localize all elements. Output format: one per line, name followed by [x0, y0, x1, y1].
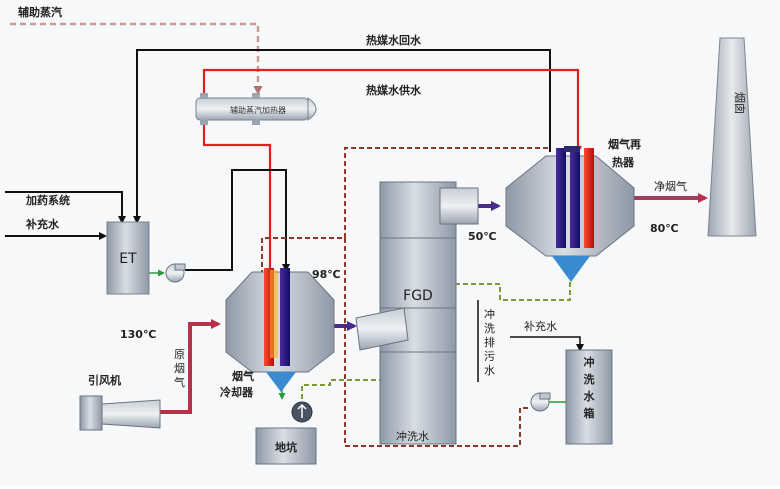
- makeup-label-2: 补充水: [524, 319, 557, 333]
- flue-gas-reheater: [505, 146, 635, 282]
- steam-heater-label: 辅助蒸汽加热器: [230, 105, 286, 115]
- raw-gas-line: [160, 319, 221, 414]
- wash-drain-char-4: 污: [484, 350, 495, 363]
- wash-water-label: 冲洗水: [396, 429, 429, 443]
- id-fan-label: 引风机: [88, 373, 121, 387]
- return-water-down: [185, 169, 290, 272]
- green-dashed-return: [456, 282, 571, 301]
- wash-water-tank: 冲 洗 水 箱: [565, 349, 613, 445]
- makeup-label-1: 补充水: [25, 217, 60, 231]
- green-dashed-to-sump: [301, 379, 456, 420]
- sump-label: 地坑: [275, 440, 297, 454]
- fgd-tower: FGD: [355, 181, 479, 445]
- return-water-line: [133, 49, 551, 224]
- cooler-label-1: 烟气: [232, 369, 254, 383]
- flue-gas-cooler: [225, 268, 335, 392]
- temp-98-label: 98℃: [312, 268, 341, 281]
- dashed-loop-lower: [344, 238, 528, 447]
- et-tank: ET: [106, 221, 150, 295]
- wash-tank-char-4: 箱: [584, 406, 595, 420]
- reheater-label-2: 热器: [612, 155, 635, 169]
- wash-drain-char-1: 冲: [484, 307, 495, 321]
- aux-steam-line: [10, 22, 263, 95]
- fan-icon: [79, 395, 161, 431]
- return-water-label: 热媒水回水: [366, 33, 422, 47]
- wash-tank-char-2: 洗: [584, 372, 595, 386]
- makeup-line-2: [510, 336, 584, 352]
- clean-gas-label: 净烟气: [654, 179, 687, 193]
- wash-tank-char-3: 水: [584, 389, 596, 403]
- steam-heater: 辅助蒸汽加热器: [195, 93, 317, 125]
- raw-gas-char-2: 烟: [174, 361, 185, 375]
- pump-icon: [165, 263, 186, 283]
- chimney: [707, 37, 757, 237]
- raw-gas-char-1: 原: [174, 348, 185, 361]
- dosing-line: [5, 191, 126, 224]
- wash-pump-icon: [530, 392, 566, 412]
- wash-drain-char-5: 水: [484, 364, 495, 377]
- aux-steam-label: 辅助蒸汽: [18, 5, 62, 19]
- wash-drain-char-2: 洗: [484, 322, 495, 335]
- et-label: ET: [119, 251, 137, 267]
- dosing-label: 加药系统: [25, 193, 70, 207]
- cooler-label-2: 冷却器: [220, 385, 254, 399]
- fgd-label: FGD: [403, 288, 433, 304]
- wash-tank-char-1: 冲: [584, 355, 595, 369]
- reheater-label-1: 烟气再: [608, 137, 641, 151]
- supply-water-down: [202, 120, 272, 275]
- chimney-label: 烟囱: [733, 92, 747, 114]
- wash-drain-char-3: 排: [484, 335, 495, 349]
- supply-water-label: 热媒水供水: [366, 83, 422, 97]
- raw-gas-char-3: 气: [174, 375, 185, 389]
- temp-50-label: 50℃: [468, 230, 497, 243]
- sump: 地坑: [255, 401, 317, 465]
- temp-130-label: 130℃: [120, 328, 156, 341]
- supply-water-line: [202, 68, 582, 154]
- temp-80-label: 80℃: [650, 222, 679, 235]
